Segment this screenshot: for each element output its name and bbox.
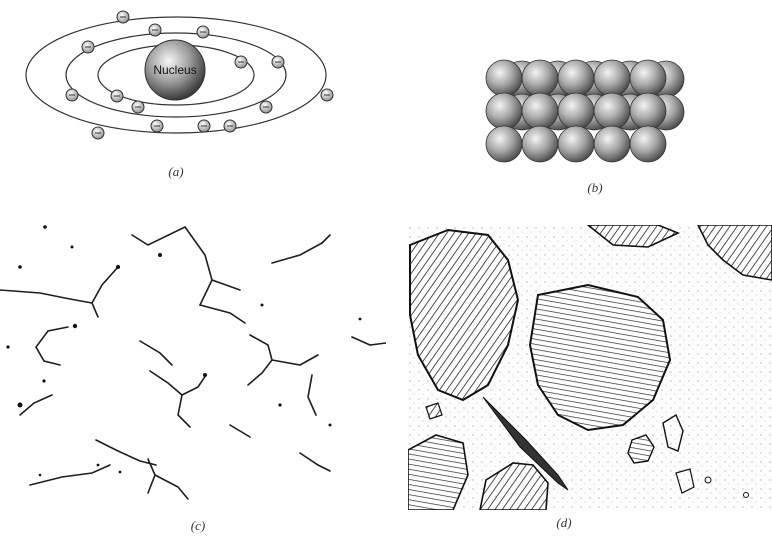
atom-sphere [522,60,558,96]
atom-sphere [558,60,594,96]
grain-boundary [352,337,386,345]
steel-microstructure-micrograph [408,225,772,510]
grain-boundary [178,395,190,427]
grain-boundary [322,235,330,243]
inclusions [6,225,361,476]
grain-boundary [20,395,52,415]
grain-boundary [132,227,185,245]
electron [132,101,144,113]
grain-boundary [185,227,212,305]
electron [260,101,272,113]
atom-sphere [558,93,594,129]
atom-diagram: Nucleus [0,0,386,190]
atom-sphere [486,60,522,96]
atom-sphere [594,93,630,129]
panel-d-microstructure: (d) [408,225,772,542]
caption-d: (d) [544,515,584,531]
electron [272,56,284,68]
panel-c-grain-boundaries: (c) [0,215,386,542]
grain-boundary-micrograph [0,215,386,515]
electron [151,120,163,132]
electron [92,127,104,139]
atom-sphere [486,126,522,162]
electron [82,41,94,53]
atom-sphere [630,93,666,129]
electron [197,26,209,38]
nucleus-label: Nucleus [153,63,196,77]
electron [111,90,123,102]
grain-boundary [150,371,182,395]
atom-sphere [594,126,630,162]
atom-sphere [522,126,558,162]
sphere-packing-diagram [470,30,700,175]
grain-boundary [182,375,206,395]
grain-boundary [155,475,188,499]
caption-b: (b) [575,180,615,196]
electron [198,120,210,132]
grain-boundary [92,303,98,317]
electron [321,89,333,101]
electron [66,89,78,101]
panel-a-atom-model: Nucleus (a) [0,0,386,190]
electron [117,11,129,23]
grain-boundary [308,375,316,415]
atom-sphere [486,93,522,129]
atom-sphere [522,93,558,129]
grain-boundary [36,327,68,365]
atom-sphere [558,126,594,162]
atom-sphere [630,126,666,162]
grain-boundary [30,465,110,485]
grain-boundary [212,280,240,290]
atom-sphere [594,60,630,96]
grain-boundary [272,243,322,263]
grain-boundary [300,453,330,471]
electron [235,56,247,68]
grain-boundary [230,425,250,437]
grain-boundary [92,267,118,303]
atom-sphere [630,60,666,96]
grain-boundary [200,305,245,323]
electron [149,24,161,36]
grain-boundary [248,335,272,385]
caption-c: (c) [178,518,218,534]
grain-boundary [96,440,156,465]
grain-boundary [140,341,172,365]
panel-b-atom-packing: (b) [470,30,700,210]
grain-boundary [0,290,92,303]
caption-a: (a) [156,164,196,180]
grain-boundary [272,355,318,365]
electron [224,120,236,132]
